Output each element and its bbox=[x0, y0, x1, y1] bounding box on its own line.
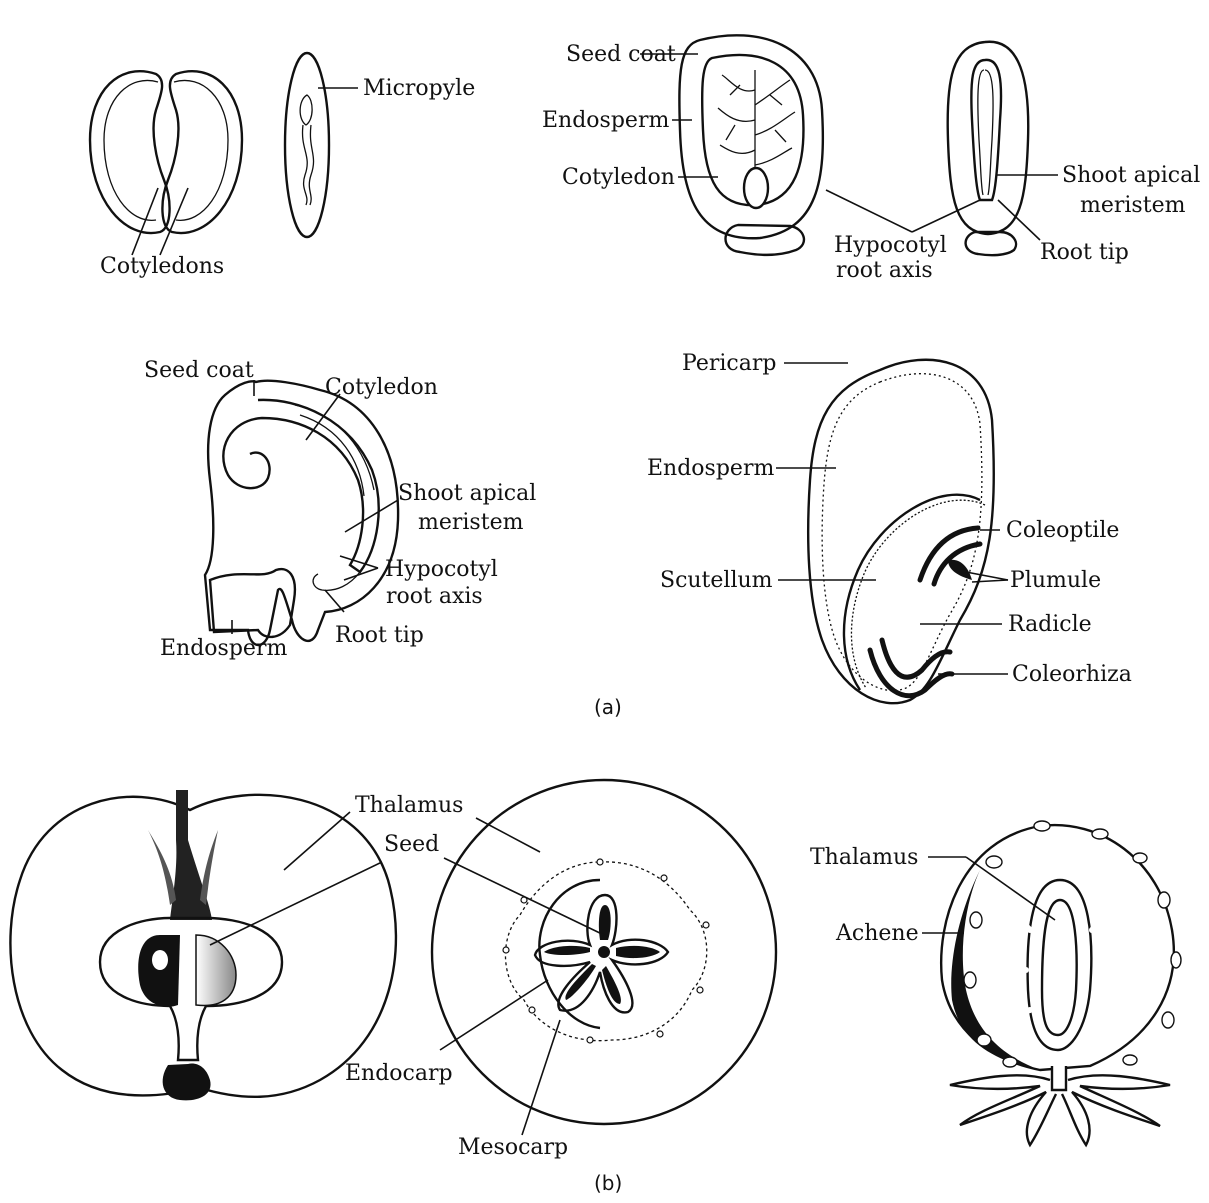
curved-embryo-seed bbox=[205, 381, 398, 645]
label-mesocarp: Mesocarp bbox=[458, 1135, 568, 1160]
label-shoot-apical-1a: Shoot apical bbox=[1062, 163, 1200, 188]
label-endocarp: Endocarp bbox=[345, 1061, 453, 1086]
label-endosperm-2: Endosperm bbox=[160, 636, 287, 661]
label-seed-coat-1: Seed coat bbox=[566, 42, 676, 67]
label-shoot-apical-2a: Shoot apical bbox=[398, 481, 536, 506]
label-root-tip-1: Root tip bbox=[1040, 240, 1129, 265]
label-micropyle: Micropyle bbox=[363, 76, 475, 101]
dicot-seed-halves bbox=[90, 71, 242, 233]
castor-seed-ls bbox=[679, 35, 822, 255]
label-thalamus-2: Thalamus bbox=[810, 845, 918, 870]
label-hypocotyl-2b: root axis bbox=[386, 584, 483, 609]
label-cotyledon-1: Cotyledon bbox=[562, 165, 675, 190]
apple-ts bbox=[432, 780, 776, 1124]
label-seed: Seed bbox=[384, 832, 439, 857]
label-scutellum: Scutellum bbox=[660, 568, 773, 593]
caption-a: (a) bbox=[594, 695, 622, 719]
apple-ls bbox=[10, 790, 396, 1100]
label-shoot-apical-1b: meristem bbox=[1080, 193, 1186, 218]
label-plumule: Plumule bbox=[1010, 568, 1101, 593]
label-achene: Achene bbox=[835, 921, 919, 946]
label-cotyledon-2: Cotyledon bbox=[325, 375, 438, 400]
seed-side-view bbox=[285, 53, 329, 237]
label-seed-coat-2: Seed coat bbox=[144, 358, 254, 383]
label-cotyledons: Cotyledons bbox=[100, 254, 224, 279]
label-thalamus-1: Thalamus bbox=[355, 793, 463, 818]
castor-seed-side bbox=[948, 42, 1029, 255]
label-coleorhiza: Coleorhiza bbox=[1012, 662, 1132, 687]
label-endosperm-1: Endosperm bbox=[542, 108, 669, 133]
strawberry-ls bbox=[941, 821, 1181, 1145]
label-hypocotyl-1a: Hypocotyl bbox=[834, 233, 947, 258]
label-endosperm-3: Endosperm bbox=[647, 456, 774, 481]
label-radicle: Radicle bbox=[1008, 612, 1092, 637]
label-hypocotyl-2a: Hypocotyl bbox=[385, 557, 498, 582]
label-root-tip-2: Root tip bbox=[335, 623, 424, 648]
label-pericarp: Pericarp bbox=[682, 351, 776, 376]
maize-grain-ls bbox=[808, 360, 994, 703]
caption-b: (b) bbox=[594, 1171, 622, 1195]
label-coleoptile: Coleoptile bbox=[1006, 518, 1119, 543]
label-hypocotyl-1b: root axis bbox=[836, 258, 933, 283]
label-shoot-apical-2b: meristem bbox=[418, 510, 524, 535]
